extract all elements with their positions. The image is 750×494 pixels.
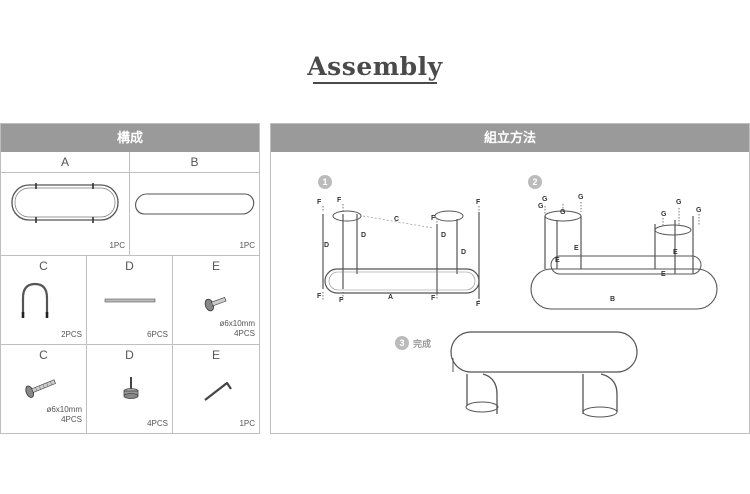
step1-letter: C [394, 216, 399, 223]
part-d2-foot-icon [123, 377, 139, 399]
part-c2-spec: ø6x10mm [46, 405, 82, 414]
part-e-bolt-icon [204, 296, 227, 312]
part-e-cell: E ø6x10mm 4PCS [173, 256, 259, 345]
part-e2-hex-key-icon [204, 381, 232, 401]
part-c2-bolt-icon [25, 379, 56, 398]
part-b-tabletop-icon [135, 193, 255, 215]
part-e2-cell: E 1PC [173, 345, 259, 433]
part-c-qty: 2PCS [61, 330, 82, 339]
step1-letter: F [476, 199, 481, 206]
part-a-letter: A [60, 155, 69, 169]
page-title: Assembly [307, 52, 443, 81]
step2-letter: E [574, 245, 579, 252]
step2-letter: G [661, 211, 667, 218]
row1-label-row: A B [1, 152, 259, 173]
step1-number-badge: 1 [318, 175, 332, 189]
part-c2-cell: C ø6x10mm 4PCS [1, 345, 87, 433]
part-b-letter: B [190, 155, 199, 169]
step1-letter: F [431, 295, 436, 302]
step2-number-badge: 2 [528, 175, 542, 189]
step2-letter: E [661, 271, 666, 278]
step1-letter: F [317, 293, 322, 300]
part-a-label-cell: A [1, 152, 130, 172]
step1-letter: F [317, 199, 322, 206]
step2-letter: G [538, 203, 544, 210]
step2-letter: B [610, 296, 615, 303]
part-d-rod-icon [104, 298, 156, 303]
step1-letter: D [361, 232, 366, 239]
step1-letter: F [476, 301, 481, 308]
step2-letter: G [696, 207, 702, 214]
step2-letter: G [578, 194, 584, 201]
part-a-frame-icon [11, 183, 119, 223]
part-c-arch-icon [21, 282, 49, 318]
part-b-cell: 1PC [130, 172, 259, 256]
step2-letter: E [673, 249, 678, 256]
part-d2-cell: D 4PCS [87, 345, 173, 433]
parts-panel-heading: 構成 [1, 124, 259, 152]
part-e2-qty: 1PC [239, 419, 255, 428]
step2-letter: G [560, 209, 566, 216]
step1-letter: F [337, 197, 342, 204]
step3-label: 完成 [413, 339, 432, 349]
step1-letter: F [431, 215, 436, 222]
step1-letter: D [461, 249, 466, 256]
part-d-qty: 6PCS [147, 330, 168, 339]
part-d2-letter: D [125, 348, 134, 362]
part-e-spec: ø6x10mm [219, 319, 255, 328]
step2-diagram: G G G G G G G E E E E B [530, 194, 718, 310]
part-a-cell: 1PC [1, 172, 130, 256]
part-e-letter: E [211, 259, 220, 273]
part-c2-letter: C [39, 348, 48, 362]
part-b-label-cell: B [130, 152, 259, 172]
parts-panel: 構成 A B 1PC 1PC C 2PCS [0, 123, 260, 434]
step2-letter: G [676, 199, 682, 206]
step3-number-badge: 3 [395, 336, 409, 350]
part-c2-qty: 4PCS [61, 415, 82, 424]
step3-completed-table [450, 331, 638, 418]
part-a-qty: 1PC [109, 241, 125, 250]
part-d2-qty: 4PCS [147, 419, 168, 428]
step1-letter: F [339, 297, 344, 304]
step1-letter: D [441, 232, 446, 239]
part-c-letter: C [39, 259, 48, 273]
step1-letter: D [324, 242, 329, 249]
part-b-qty: 1PC [239, 241, 255, 250]
step1-letter: A [388, 294, 393, 301]
part-e2-letter: E [211, 348, 220, 362]
part-c-cell: C 2PCS [1, 256, 87, 345]
assembly-panel-heading: 組立方法 [271, 124, 749, 152]
title-underline [313, 82, 437, 84]
part-d-cell: D 6PCS [87, 256, 173, 345]
part-e-qty: 4PCS [234, 329, 255, 338]
assembly-panel: 組立方法 1 2 3 完成 F F F F F F [270, 123, 750, 434]
step2-letter: G [542, 196, 548, 203]
step1-diagram: F F F F F F F F D D D D C A [317, 197, 481, 308]
part-d-letter: D [125, 259, 134, 273]
step2-letter: E [555, 257, 560, 264]
